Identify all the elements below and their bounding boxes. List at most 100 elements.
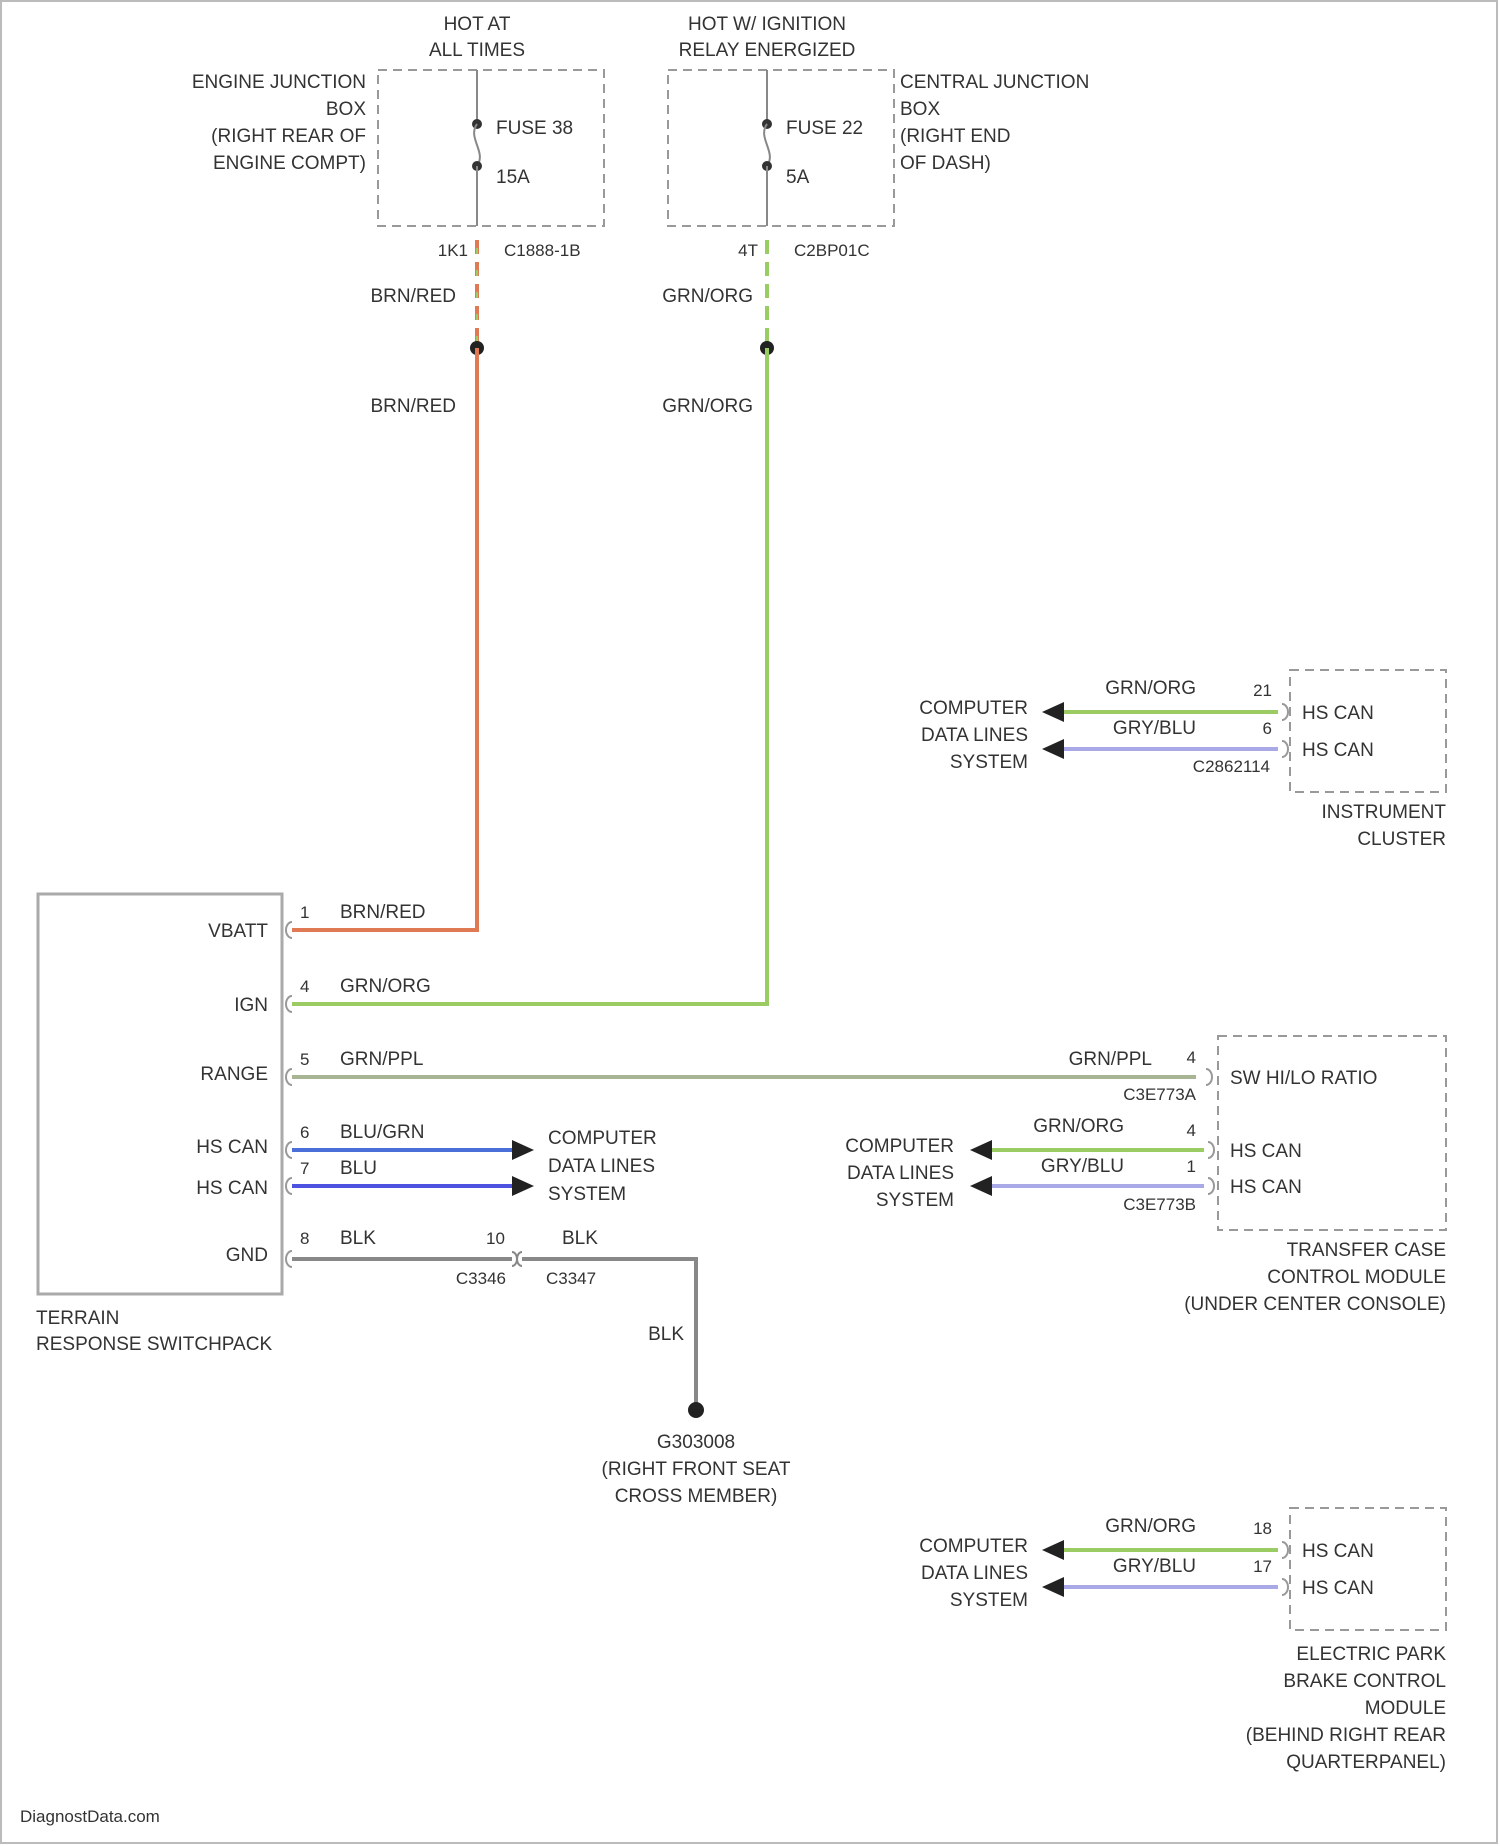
- connector-c3e773b: C3E773B: [1123, 1195, 1196, 1214]
- transfer-case-pin-hs-can-4: HS CAN: [1230, 1141, 1302, 1162]
- wire-label-blu-sp: BLU: [340, 1158, 377, 1179]
- cdl-system-ic-line2: DATA LINES: [921, 725, 1028, 746]
- connector-c2bp01c: C2BP01C: [794, 241, 870, 260]
- epb-pin-hs-can-17: HS CAN: [1302, 1578, 1374, 1599]
- transfer-case-name-line2: CONTROL MODULE: [1267, 1267, 1446, 1288]
- connector-c1888-1b: C1888-1B: [504, 241, 581, 260]
- pin-4t: 4T: [738, 241, 758, 260]
- transfer-case-pin-number-1: 1: [1187, 1157, 1196, 1176]
- transfer-case-pin-number-4a: 4: [1187, 1048, 1196, 1067]
- switchpack-pin-number-7: 7: [300, 1159, 309, 1178]
- fuse-22-label: FUSE 22: [786, 118, 863, 139]
- transfer-case-name-line3: (UNDER CENTER CONSOLE): [1184, 1294, 1446, 1315]
- switchpack-pin-range: RANGE: [200, 1064, 268, 1085]
- switchpack-pin-number-6: 6: [300, 1123, 309, 1142]
- electric-park-brake-control-module: [1290, 1508, 1446, 1630]
- ground-location-line2: CROSS MEMBER): [615, 1486, 778, 1507]
- hot-ignition-line2: RELAY ENERGIZED: [679, 40, 856, 61]
- engine-junction-box-line2: BOX: [326, 99, 366, 120]
- wire-label-grn-org-epb: GRN/ORG: [1105, 1516, 1196, 1537]
- switchpack-pin-hs-can-6: HS CAN: [196, 1137, 268, 1158]
- wire-label-grn-org-tc: GRN/ORG: [1033, 1116, 1124, 1137]
- wire-label-grn-org-top: GRN/ORG: [662, 286, 753, 307]
- central-junction-box: [668, 70, 894, 226]
- hot-at-all-times-line2: ALL TIMES: [429, 40, 525, 61]
- transfer-case-pin-mark-range: [1206, 1069, 1212, 1085]
- engine-junction-box-line1: ENGINE JUNCTION: [192, 72, 366, 93]
- connector-c3e773a: C3E773A: [1123, 1085, 1196, 1104]
- cdl-system-tc-line2: DATA LINES: [847, 1163, 954, 1184]
- wire-label-blu-grn-sp: BLU/GRN: [340, 1122, 424, 1143]
- cdl-system-epb-line2: DATA LINES: [921, 1563, 1028, 1584]
- wire-label-grn-ppl-tc: GRN/PPL: [1069, 1049, 1152, 1070]
- engine-junction-box-line3: (RIGHT REAR OF: [211, 126, 366, 147]
- wire-label-gry-blu-tc: GRY/BLU: [1041, 1156, 1124, 1177]
- wire-label-blk-sp: BLK: [340, 1228, 376, 1249]
- connector-c3347: C3347: [546, 1269, 596, 1288]
- central-junction-box-line2: BOX: [900, 99, 940, 120]
- cdl-system-tc-line1: COMPUTER: [845, 1136, 954, 1157]
- instrument-cluster-pin-hs-can-6: HS CAN: [1302, 740, 1374, 761]
- wire-label-brn-red-top: BRN/RED: [370, 286, 456, 307]
- cdl-system-sp-line1: COMPUTER: [548, 1128, 657, 1149]
- transfer-case-pin-number-4b: 4: [1187, 1121, 1196, 1140]
- epb-name-line5: QUARTERPANEL): [1286, 1752, 1446, 1773]
- connector-c3346: C3346: [456, 1269, 506, 1288]
- epb-pin-number-18: 18: [1253, 1519, 1272, 1538]
- hot-ignition-line1: HOT W/ IGNITION: [688, 14, 846, 35]
- cdl-system-epb-line1: COMPUTER: [919, 1536, 1028, 1557]
- ground-location-line1: (RIGHT FRONT SEAT: [602, 1459, 791, 1480]
- fuse-38-rating: 15A: [496, 167, 530, 188]
- transfer-case-control-module: [1218, 1036, 1446, 1230]
- engine-junction-box-line4: ENGINE COMPT): [213, 153, 366, 174]
- wire-label-brn-red-sp: BRN/RED: [340, 902, 426, 923]
- wire-blu-grn-hs-can: [292, 1140, 534, 1160]
- central-junction-box-line1: CENTRAL JUNCTION: [900, 72, 1089, 93]
- cdl-system-ic-line3: SYSTEM: [950, 752, 1028, 773]
- epb-name-line1: ELECTRIC PARK: [1296, 1644, 1446, 1665]
- instrument-cluster-pin-hs-can-21: HS CAN: [1302, 703, 1374, 724]
- switchpack-pin-vbatt: VBATT: [208, 921, 268, 942]
- transfer-case-pin-hs-can-1: HS CAN: [1230, 1177, 1302, 1198]
- wire-label-blk-vertical: BLK: [648, 1324, 684, 1345]
- pin-1k1: 1K1: [438, 241, 468, 260]
- transfer-case-name-line1: TRANSFER CASE: [1287, 1240, 1446, 1261]
- switchpack-pin-hs-can-7: HS CAN: [196, 1178, 268, 1199]
- epb-name-line2: BRAKE CONTROL: [1283, 1671, 1446, 1692]
- epb-pin-hs-can-18: HS CAN: [1302, 1541, 1374, 1562]
- ground-name: G303008: [657, 1432, 735, 1453]
- connector-c2862114: C2862114: [1193, 757, 1270, 776]
- fuse-38-label: FUSE 38: [496, 118, 573, 139]
- wire-brn-red-feed: [292, 240, 484, 930]
- wire-label-grn-org-mid: GRN/ORG: [662, 396, 753, 417]
- switchpack-pin-ign: IGN: [234, 995, 268, 1016]
- central-junction-box-line4: OF DASH): [900, 153, 991, 174]
- engine-junction-box: [378, 70, 604, 226]
- central-junction-box-line3: (RIGHT END: [900, 126, 1010, 147]
- wire-label-grn-org-sp: GRN/ORG: [340, 976, 431, 997]
- instrument-cluster-pin-number-21: 21: [1253, 681, 1272, 700]
- instrument-cluster: [1290, 670, 1446, 792]
- switchpack-name-line1: TERRAIN: [36, 1308, 119, 1329]
- wire-label-brn-red-mid: BRN/RED: [370, 396, 456, 417]
- switchpack-pin-number-1: 1: [300, 903, 309, 922]
- wire-label-grn-ppl-sp: GRN/PPL: [340, 1049, 423, 1070]
- wire-gry-blu-tc: [970, 1176, 1214, 1196]
- epb-name-line3: MODULE: [1365, 1698, 1446, 1719]
- epb-name-line4: (BEHIND RIGHT REAR: [1246, 1725, 1446, 1746]
- instrument-cluster-pin-number-6: 6: [1263, 719, 1272, 738]
- cdl-system-sp-line2: DATA LINES: [548, 1156, 655, 1177]
- terrain-response-switchpack: [38, 894, 282, 1294]
- wire-grn-org-feed: [292, 240, 774, 1004]
- epb-pin-number-17: 17: [1253, 1557, 1272, 1576]
- wire-label-blk-after-connector: BLK: [562, 1228, 598, 1249]
- cdl-system-tc-line3: SYSTEM: [876, 1190, 954, 1211]
- wire-label-grn-org-ic: GRN/ORG: [1105, 678, 1196, 699]
- cdl-system-ic-line1: COMPUTER: [919, 698, 1028, 719]
- switchpack-pin-number-5: 5: [300, 1050, 309, 1069]
- switchpack-name-line2: RESPONSE SWITCHPACK: [36, 1334, 272, 1355]
- wire-label-gry-blu-epb: GRY/BLU: [1113, 1556, 1196, 1577]
- wire-blu-hs-can: [292, 1176, 534, 1196]
- cdl-system-epb-line3: SYSTEM: [950, 1590, 1028, 1611]
- fuse-22-rating: 5A: [786, 167, 810, 188]
